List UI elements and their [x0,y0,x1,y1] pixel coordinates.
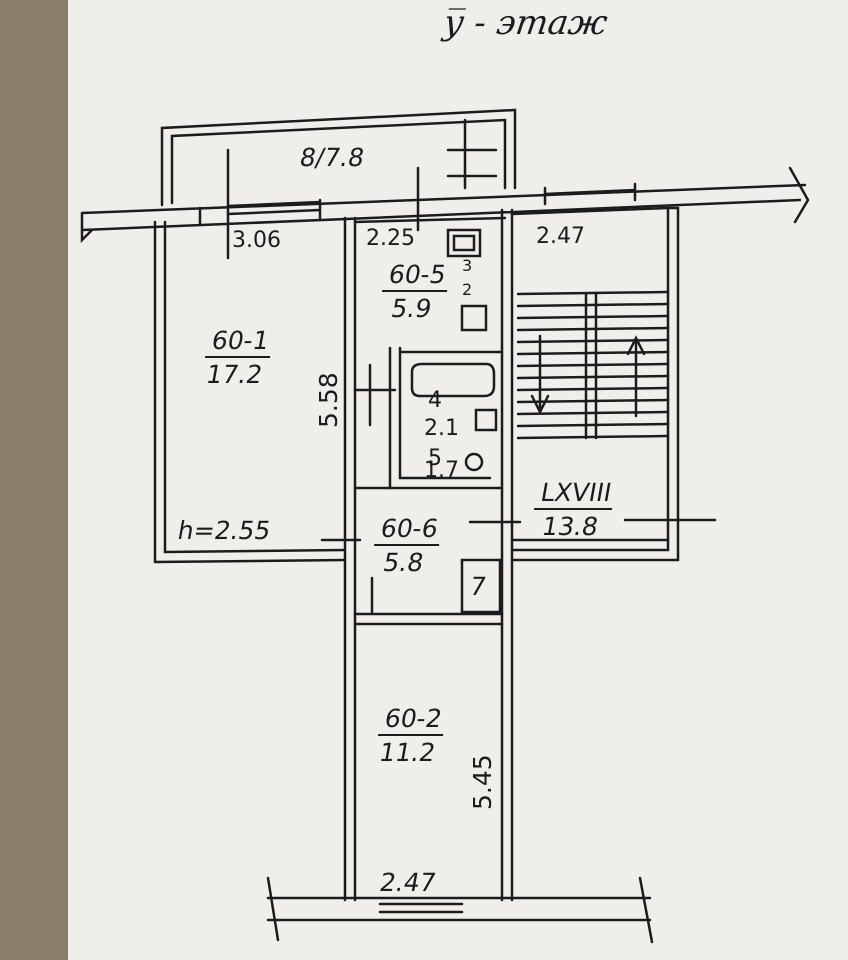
mark-3: 3 [462,256,473,275]
room-60-5-area: 5.9 [388,294,434,323]
hall-partitions [353,486,504,626]
facade-wall-top [80,183,807,244]
facade-break-right [788,166,810,224]
window-bottom [378,902,464,914]
corridor-right-wall [500,208,514,902]
stair-arrow-up [626,335,646,418]
room-60-2-area: 11.2 [376,738,438,767]
room-60-6-id: 60-6 [373,514,444,546]
dimension-2-47-top: 2.47 [536,224,585,249]
dimension-2-47-bottom: 2.47 [377,868,439,897]
room-60-2-id: 60-2 [377,704,448,736]
stairwell-label: LXVIII 13.8 [529,478,618,541]
room-60-2-label: 60-2 11.2 [373,704,448,767]
balcony-outline [160,108,517,207]
bath-sink [474,408,498,432]
mark-5: 5 [428,446,442,471]
stair-treads [516,290,670,440]
window-right [543,182,637,206]
stair-divider [584,292,598,440]
ceiling-height: h=2.55 [175,516,274,545]
balcony-stair-hatch [446,118,498,190]
dimension-3-06: 3.06 [232,228,281,253]
floor-title: у̅ - этаж [441,3,610,43]
room-60-5-id: 60-5 [381,260,452,292]
bath-door-mark [353,363,397,427]
sink [460,304,488,332]
toilet-area-1-7: 1.7 [424,458,459,483]
dimension-5-58: 5.58 [314,372,343,428]
room-60-1-area: 17.2 [203,360,265,389]
stairwell-area: 13.8 [539,512,601,541]
mark-4: 4 [428,388,442,413]
kitchen-top [353,216,507,224]
walls [80,108,810,944]
room-60-1-walls [153,220,347,564]
bathtub [410,362,496,398]
window-left [198,198,322,226]
corridor-left-wall [343,216,357,902]
room-60-6-label: 60-6 5.8 [369,514,444,577]
room-60-1-label: 60-1 17.2 [200,326,275,389]
dimension-ticks [320,518,717,542]
balcony-label: 8/7.8 [297,143,367,172]
toilet [464,452,484,472]
mark-2: 2 [462,280,473,299]
paper-sheet [68,0,848,960]
bathroom-area-2-1: 2.1 [424,416,459,441]
stairwell-id: LXVIII [533,478,618,510]
closet [460,558,502,614]
stove [446,228,482,258]
dimension-2-25: 2.25 [366,226,415,251]
room-60-5-label: 60-5 5.9 [377,260,452,323]
stair-arrow-down [530,334,550,415]
balcony-inner [170,118,507,205]
stairwell-walls [510,206,680,562]
room-60-1-id: 60-1 [204,326,275,358]
stairwell-bottom [510,538,670,552]
dimension-5-45: 5.45 [468,754,497,810]
facade-wall-bottom [266,876,654,944]
room-60-6-area: 5.8 [380,548,426,577]
